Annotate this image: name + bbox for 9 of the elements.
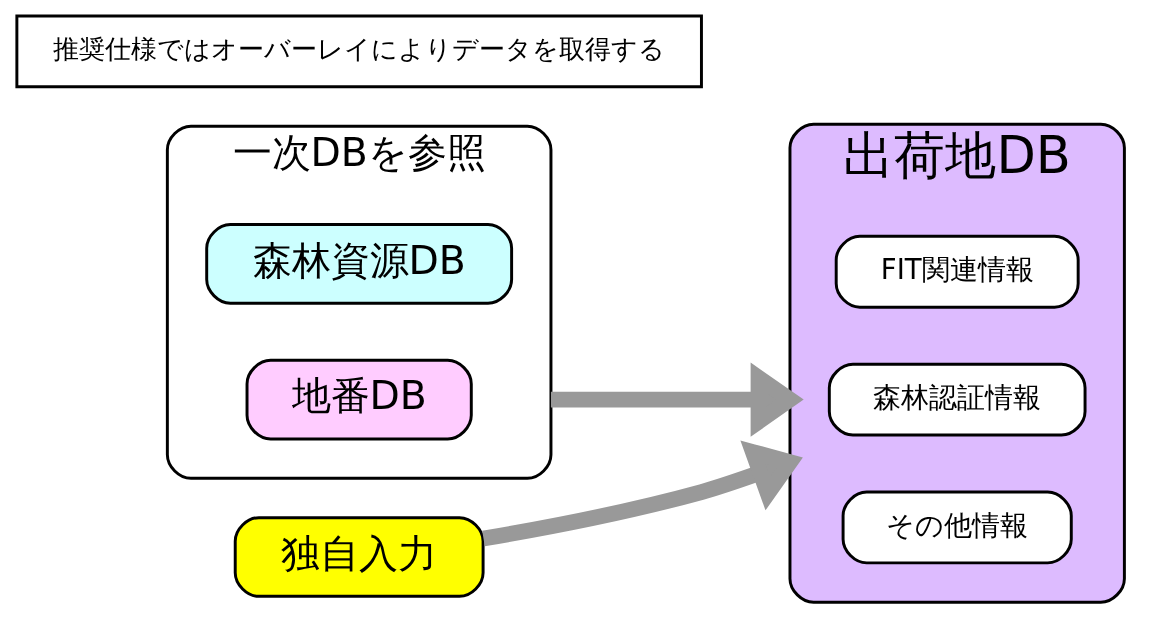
node-box: その他情報 — [841, 490, 1073, 565]
node-box: 独自入力 — [233, 516, 485, 598]
node-box: 森林資源DB — [204, 223, 513, 305]
node-box: 地番DB — [245, 358, 473, 441]
node-box: FIT関連情報 — [834, 234, 1080, 309]
node-box: 森林認証情報 — [827, 362, 1087, 437]
arrow — [550, 362, 804, 437]
node-box: 推奨仕様ではオーバーレイによりデータを取得する — [14, 14, 703, 89]
arrow — [481, 440, 803, 547]
